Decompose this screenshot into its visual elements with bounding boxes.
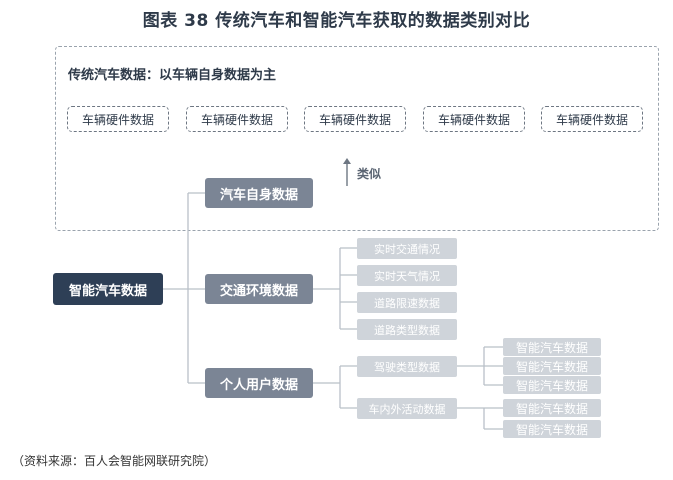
figure-title: 图表 38 传统汽车和智能汽车获取的数据类别对比: [142, 11, 531, 31]
smart-car-data-leaf: 智能汽车数据: [503, 399, 601, 417]
arrow-up-icon: [343, 158, 351, 186]
road-speed-limit-node: 道路限速数据: [357, 292, 457, 313]
realtime-traffic-node: 实时交通情况: [357, 238, 457, 259]
smart-car-data-root: 智能汽车数据: [53, 273, 163, 305]
driving-type-node: 驾驶类型数据: [357, 356, 457, 377]
vehicle-self-data-node: 汽车自身数据: [205, 178, 313, 208]
traditional-data-box: [55, 46, 659, 231]
personal-user-data-node: 个人用户数据: [205, 368, 313, 398]
hardware-data-chip: 车辆硬件数据: [67, 106, 169, 132]
smart-car-data-leaf: 智能汽车数据: [503, 338, 601, 356]
hardware-data-chip: 车辆硬件数据: [423, 106, 525, 132]
smart-car-data-leaf: 智能汽车数据: [503, 420, 601, 438]
realtime-weather-node: 实时天气情况: [357, 265, 457, 286]
hardware-data-chip: 车辆硬件数据: [304, 106, 406, 132]
in-out-car-activity-node: 车内外活动数据: [357, 398, 457, 419]
traditional-heading: 传统汽车数据：以车辆自身数据为主: [68, 68, 277, 83]
hardware-data-chip: 车辆硬件数据: [186, 106, 288, 132]
smart-car-data-leaf: 智能汽车数据: [503, 376, 601, 394]
traffic-environment-data-node: 交通环境数据: [205, 274, 313, 304]
smart-car-data-leaf: 智能汽车数据: [503, 357, 601, 375]
road-type-node: 道路类型数据: [357, 319, 457, 340]
similar-label: 类似: [357, 167, 382, 181]
hardware-data-chip: 车辆硬件数据: [541, 106, 643, 132]
source-note: （资料来源：百人会智能网联研究院）: [12, 454, 217, 468]
